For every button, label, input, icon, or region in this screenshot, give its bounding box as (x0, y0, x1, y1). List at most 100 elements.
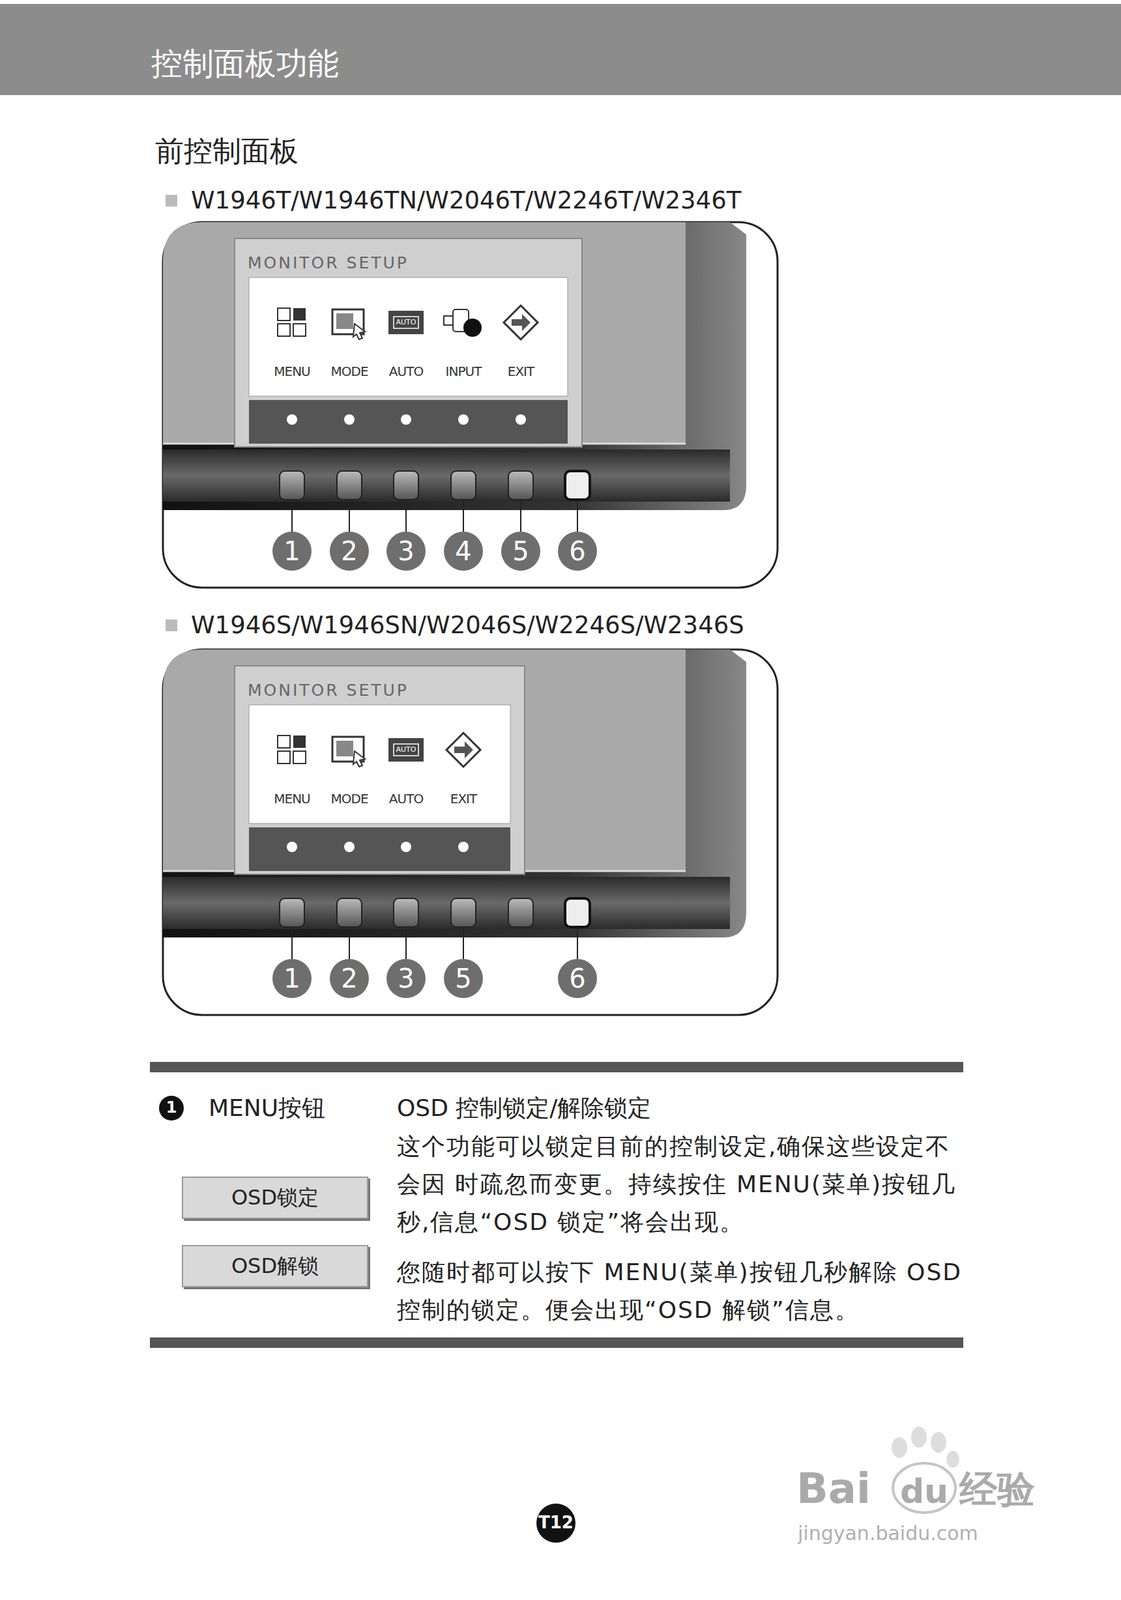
watermark: du (900, 1472, 949, 1513)
osd-item-label: AUTO (389, 791, 423, 807)
button (451, 898, 476, 928)
box-label: OSD锁定 (231, 1184, 319, 1213)
auto-icon (388, 738, 424, 762)
button (508, 471, 534, 500)
menu-icon (293, 323, 306, 337)
button (451, 471, 476, 500)
auto-icon (393, 316, 419, 329)
description: 您随时都可以按下 MENU(菜单)按钮几秒解除 OSD 控制的锁定。便会出现“O… (396, 1253, 971, 1330)
section-heading: 前控制面板 (155, 134, 299, 169)
leader-line (291, 927, 293, 960)
mode-icon (336, 313, 354, 330)
panel-frame (162, 222, 778, 588)
callout-number: 5 (512, 536, 529, 567)
cursor-icon (353, 323, 365, 340)
icon-text: AUTO (396, 746, 417, 755)
osd-strip (248, 827, 511, 872)
osd-item-label: MODE (330, 364, 368, 380)
watermark-paw (892, 1463, 956, 1514)
callout-number: 6 (568, 536, 586, 567)
menu-icon (277, 751, 291, 764)
leader-line (576, 927, 579, 960)
status-box: OSD锁定 (181, 1177, 369, 1220)
menu-icon (293, 308, 306, 321)
watermark-paw (891, 1437, 908, 1459)
menu-icon (293, 735, 306, 749)
leader-line (405, 927, 407, 960)
button (336, 471, 362, 500)
osd-inner (248, 277, 568, 397)
callout-number: 4 (454, 536, 472, 567)
osd-dot (286, 842, 298, 853)
button (336, 898, 362, 928)
callout-circle (386, 959, 426, 999)
osd-item-label: MODE (330, 791, 368, 807)
leader-line (576, 499, 579, 532)
exit-icon (446, 733, 481, 768)
leader-line (520, 499, 522, 532)
table-rule (149, 1338, 964, 1349)
osd-strip (248, 400, 568, 444)
osd-dot (400, 842, 412, 853)
auto-icon (388, 310, 424, 335)
box-label: OSD解锁 (231, 1252, 319, 1282)
osd-title: MONITOR SETUP (247, 681, 409, 701)
bullet-number: 1 (166, 1099, 178, 1118)
menu-icon (277, 735, 291, 749)
callout-number: 2 (340, 536, 358, 567)
osd-item-label: AUTO (389, 364, 423, 380)
button (393, 898, 419, 928)
button (508, 898, 534, 928)
leader-line (405, 499, 407, 532)
osd-item-label: EXIT (507, 364, 534, 380)
table-rule (149, 1062, 964, 1073)
callout-circle (557, 531, 597, 571)
icon-text: AUTO (396, 318, 417, 328)
callout-circle (501, 531, 541, 571)
square-bullet (165, 194, 178, 207)
watermark-paw (930, 1432, 947, 1454)
osd-dot (344, 414, 355, 425)
watermark-paw (911, 1427, 927, 1449)
leader-line (348, 499, 350, 532)
callout-circle (557, 959, 597, 999)
button (393, 471, 419, 500)
leader-line (462, 927, 465, 960)
callout-number: 1 (283, 963, 300, 994)
watermark-paw (946, 1451, 960, 1469)
callout-circle (443, 959, 483, 999)
bottom-bezel (162, 449, 730, 502)
callout-number: 3 (397, 963, 414, 994)
power-button (565, 898, 590, 928)
osd-dot (515, 414, 526, 425)
bottom-bezel (162, 877, 730, 930)
monitor-bezel (162, 649, 747, 938)
callout-number: 3 (397, 536, 414, 567)
exit-icon (511, 314, 531, 332)
callout-number: 6 (568, 963, 586, 994)
osd-dot (400, 414, 412, 425)
panel-frame (162, 649, 778, 1016)
osd-item-label: MENU (273, 364, 311, 380)
model-list: W1946S/W1946SN/W2046S/W2246S/W2346S (190, 611, 745, 641)
osd-box (234, 666, 525, 875)
exit-icon (454, 741, 474, 759)
leader-line (348, 927, 350, 960)
osd-title: MONITOR SETUP (247, 254, 409, 274)
osd-item-label: INPUT (445, 364, 482, 380)
osd-box (234, 238, 583, 448)
watermark-url: jingyan.baidu.com (797, 1523, 979, 1546)
monitor-bezel (162, 222, 747, 511)
exit-icon (503, 305, 538, 340)
button (279, 898, 305, 928)
page-title: 控制面板功能 (151, 45, 339, 82)
callout-circle (272, 531, 312, 571)
watermark: Bai (796, 1465, 871, 1515)
osd-item-label: MENU (273, 791, 311, 807)
page-number: T12 (538, 1514, 574, 1534)
cursor-icon (353, 751, 365, 768)
input-icon (463, 318, 482, 337)
osd-dot (458, 842, 469, 853)
menu-icon (293, 751, 306, 764)
callout-number: 1 (283, 536, 300, 567)
